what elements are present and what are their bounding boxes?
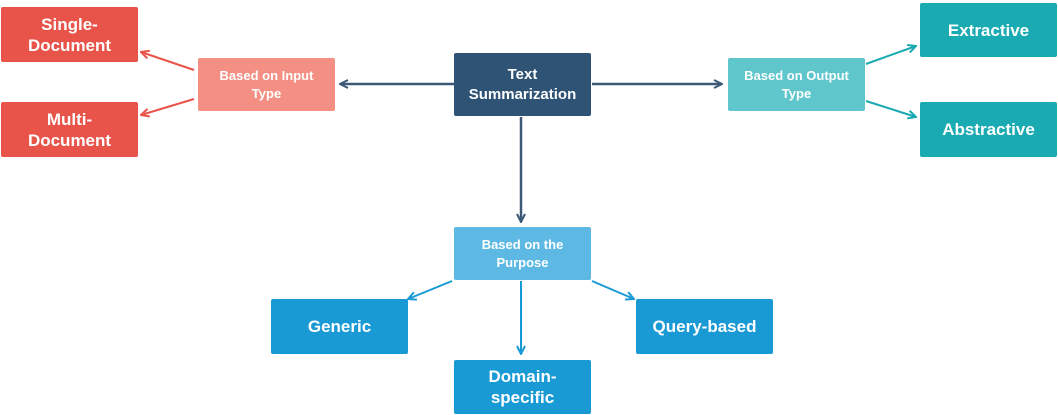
- node-multi-document: Multi- Document: [1, 102, 138, 157]
- node-extractive: Extractive: [920, 3, 1057, 57]
- arrow-purpose-to-generic: [408, 280, 453, 299]
- arrow-input-to-multi-document: [141, 98, 195, 115]
- node-abstractive: Abstractive: [920, 102, 1057, 157]
- node-based-on-output-type: Based on Output Type: [728, 58, 865, 111]
- arrow-input-to-single-document: [141, 52, 195, 71]
- node-domain-specific: Domain- specific: [454, 360, 591, 414]
- node-based-on-input-type: Based on Input Type: [198, 58, 335, 111]
- arrow-purpose-to-query-based: [591, 280, 634, 299]
- node-single-document: Single- Document: [1, 7, 138, 62]
- node-based-on-the-purpose: Based on the Purpose: [454, 227, 591, 280]
- arrow-output-to-abstractive: [865, 100, 916, 117]
- arrow-output-to-extractive: [865, 46, 916, 65]
- node-query-based: Query-based: [636, 299, 773, 354]
- node-generic: Generic: [271, 299, 408, 354]
- node-text-summarization: Text Summarization: [454, 53, 591, 116]
